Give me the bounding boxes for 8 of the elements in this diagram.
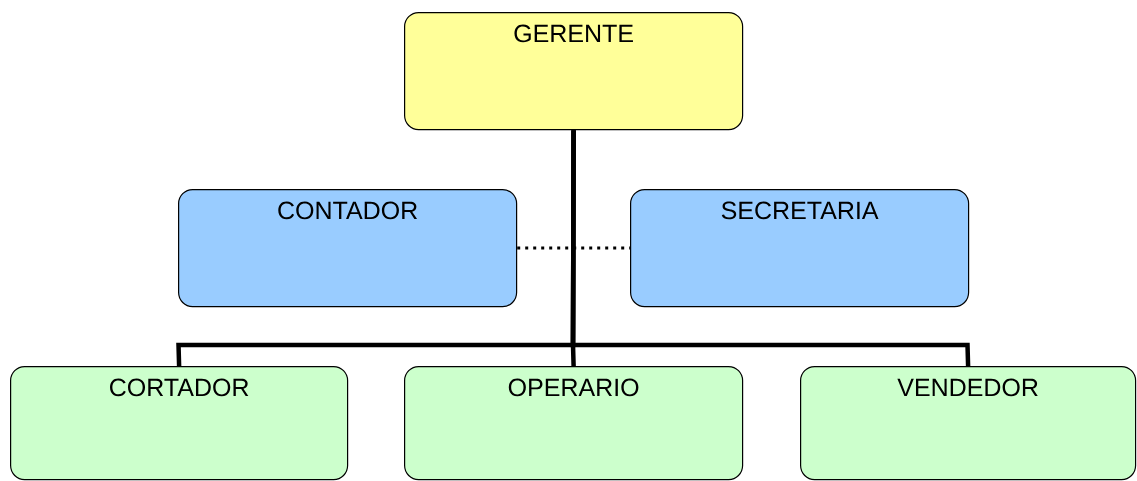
org-box: GERENTE xyxy=(404,12,744,131)
dotted-line xyxy=(517,246,630,250)
org-box: VENDEDOR xyxy=(800,366,1137,481)
org-box: SECRETARIA xyxy=(630,189,970,308)
connector-line xyxy=(570,130,971,367)
org-box: CONTADOR xyxy=(178,189,518,308)
org-box: OPERARIO xyxy=(404,366,744,481)
org-box: CORTADOR xyxy=(10,366,349,481)
